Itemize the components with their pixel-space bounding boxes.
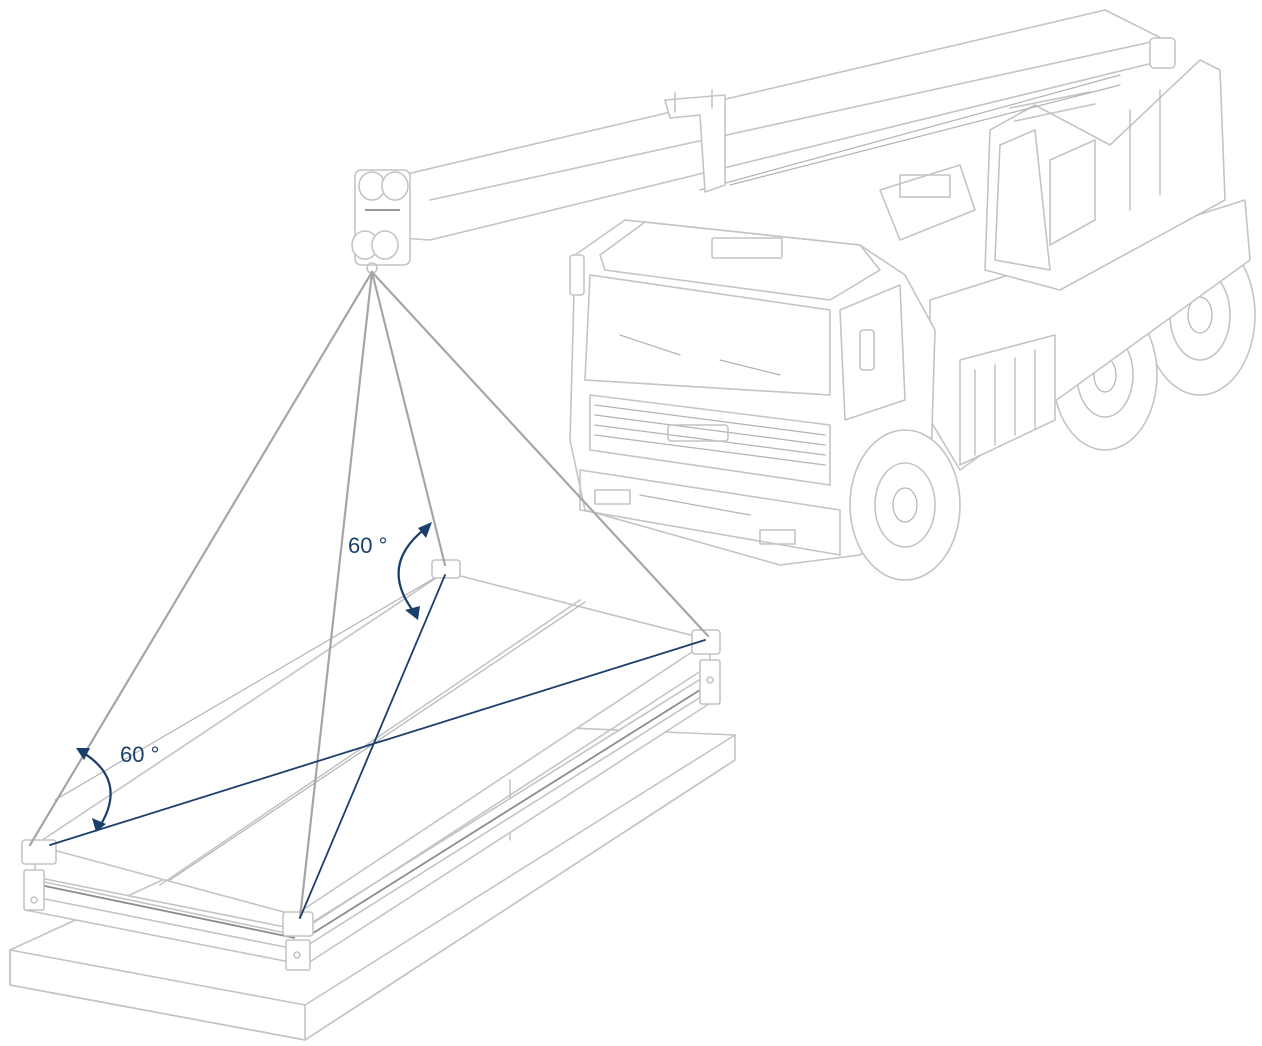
corner-fitting-back-right — [691, 629, 721, 705]
truck-cab — [569, 219, 936, 566]
front-wheel — [849, 429, 961, 581]
corner-fitting-back-left — [431, 559, 461, 579]
angle-arc-upper — [397, 522, 432, 620]
crane-truck — [569, 59, 1256, 581]
corner-fitting-front-left — [21, 839, 57, 911]
angle-arc-lower — [76, 748, 112, 832]
hook-block — [351, 169, 411, 274]
sling-back-right — [370, 270, 710, 638]
angle-label-lower: 60 ° — [120, 742, 159, 767]
sling-front-right — [298, 270, 374, 920]
diagonal-line-a — [49, 639, 706, 846]
crane-boom — [351, 9, 1176, 274]
corner-fitting-front-right — [282, 911, 314, 971]
diagonal-lines — [49, 574, 706, 919]
angle-label-upper: 60 ° — [348, 533, 387, 558]
diagonal-line-b — [299, 574, 446, 919]
sling-back-left — [370, 270, 447, 567]
